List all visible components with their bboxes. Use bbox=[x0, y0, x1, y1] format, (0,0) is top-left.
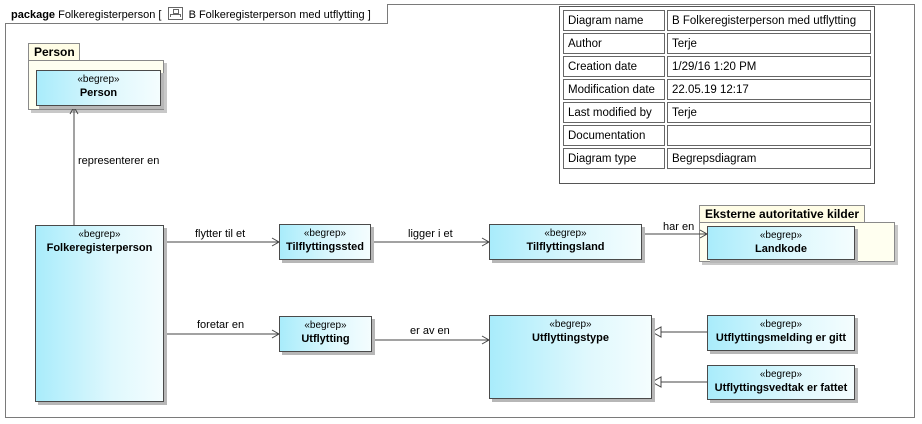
label-eraven: er av en bbox=[410, 325, 450, 337]
info-value: 22.05.19 12:17 bbox=[667, 79, 871, 100]
info-key: Diagram type bbox=[563, 148, 665, 169]
info-key: Modification date bbox=[563, 79, 665, 100]
class-name: Utflyttingsvedtak er fattet bbox=[714, 382, 848, 394]
info-value: 1/29/16 1:20 PM bbox=[667, 56, 871, 77]
stereotype: «begrep» bbox=[77, 74, 120, 85]
frame-kind: package bbox=[11, 9, 56, 21]
class-utflytting[interactable]: «begrep» Utflytting bbox=[279, 316, 372, 352]
info-key: Creation date bbox=[563, 56, 665, 77]
class-name: Utflyttingsmelding er gitt bbox=[715, 332, 847, 344]
info-value: Begrepsdiagram bbox=[667, 148, 871, 169]
stereotype: «begrep» bbox=[759, 369, 803, 380]
class-name: Utflytting bbox=[301, 333, 350, 345]
class-name: Landkode bbox=[755, 243, 807, 255]
arrowhead-representerer bbox=[69, 105, 79, 115]
class-utflyttingstype[interactable]: «begrep» Utflyttingstype bbox=[489, 315, 652, 399]
class-folkeregisterperson[interactable]: «begrep» Folkeregisterperson bbox=[35, 225, 164, 402]
info-value bbox=[667, 125, 871, 146]
table-row: Documentation bbox=[563, 125, 871, 146]
class-diagram-icon bbox=[167, 7, 183, 20]
info-key: Diagram name bbox=[563, 10, 665, 31]
label-ligger: ligger i et bbox=[408, 228, 453, 240]
label-foretar: foretar en bbox=[197, 319, 245, 331]
info-key: Last modified by bbox=[563, 102, 665, 123]
stereotype: «begrep» bbox=[78, 229, 121, 240]
stereotype: «begrep» bbox=[304, 320, 347, 331]
label-flytter: flytter til et bbox=[195, 228, 246, 240]
frame-package-name: Folkeregisterperson bbox=[58, 9, 156, 21]
info-key: Documentation bbox=[563, 125, 665, 146]
class-utflyttingsvedtak[interactable]: «begrep» Utflyttingsvedtak er fattet bbox=[707, 365, 855, 400]
class-utflyttingsmelding[interactable]: «begrep» Utflyttingsmelding er gitt bbox=[707, 315, 855, 351]
class-name: Person bbox=[79, 87, 118, 99]
class-name: Folkeregisterperson bbox=[46, 242, 153, 254]
stereotype: «begrep» bbox=[303, 228, 347, 239]
info-value: Terje bbox=[667, 33, 871, 54]
class-person[interactable]: «begrep» Person bbox=[36, 70, 161, 106]
package-eksterne-title: Eksterne autoritative kilder bbox=[699, 205, 866, 223]
class-name: Utflyttingstype bbox=[532, 332, 609, 344]
info-value: Terje bbox=[667, 102, 871, 123]
frame-diagram-name: B Folkeregisterperson med utflytting bbox=[188, 9, 365, 21]
stereotype: «begrep» bbox=[544, 228, 587, 239]
arrowhead-gen-vedtak bbox=[650, 376, 662, 388]
stereotype: «begrep» bbox=[759, 230, 803, 241]
stereotype: «begrep» bbox=[759, 319, 803, 330]
label-har: har en bbox=[663, 221, 695, 233]
class-tilflyttingsland[interactable]: «begrep» Tilflyttingsland bbox=[489, 224, 642, 260]
class-tilflyttingssted[interactable]: «begrep» Tilflyttingssted bbox=[279, 224, 371, 260]
frame-bracket-open: [ bbox=[158, 9, 162, 21]
class-landkode[interactable]: «begrep» Landkode bbox=[707, 226, 855, 260]
stereotype: «begrep» bbox=[549, 319, 592, 330]
frame-header: package Folkeregisterperson [ B Folkereg… bbox=[5, 4, 388, 24]
class-name: Tilflyttingssted bbox=[285, 241, 365, 253]
frame-bracket-close: ] bbox=[367, 9, 371, 21]
class-name: Tilflyttingsland bbox=[526, 241, 605, 253]
info-key: Author bbox=[563, 33, 665, 54]
label-representerer: representerer en bbox=[78, 155, 160, 167]
arrowhead-gen-melding bbox=[650, 326, 662, 338]
info-value: B Folkeregisterperson med utflytting bbox=[667, 10, 871, 31]
